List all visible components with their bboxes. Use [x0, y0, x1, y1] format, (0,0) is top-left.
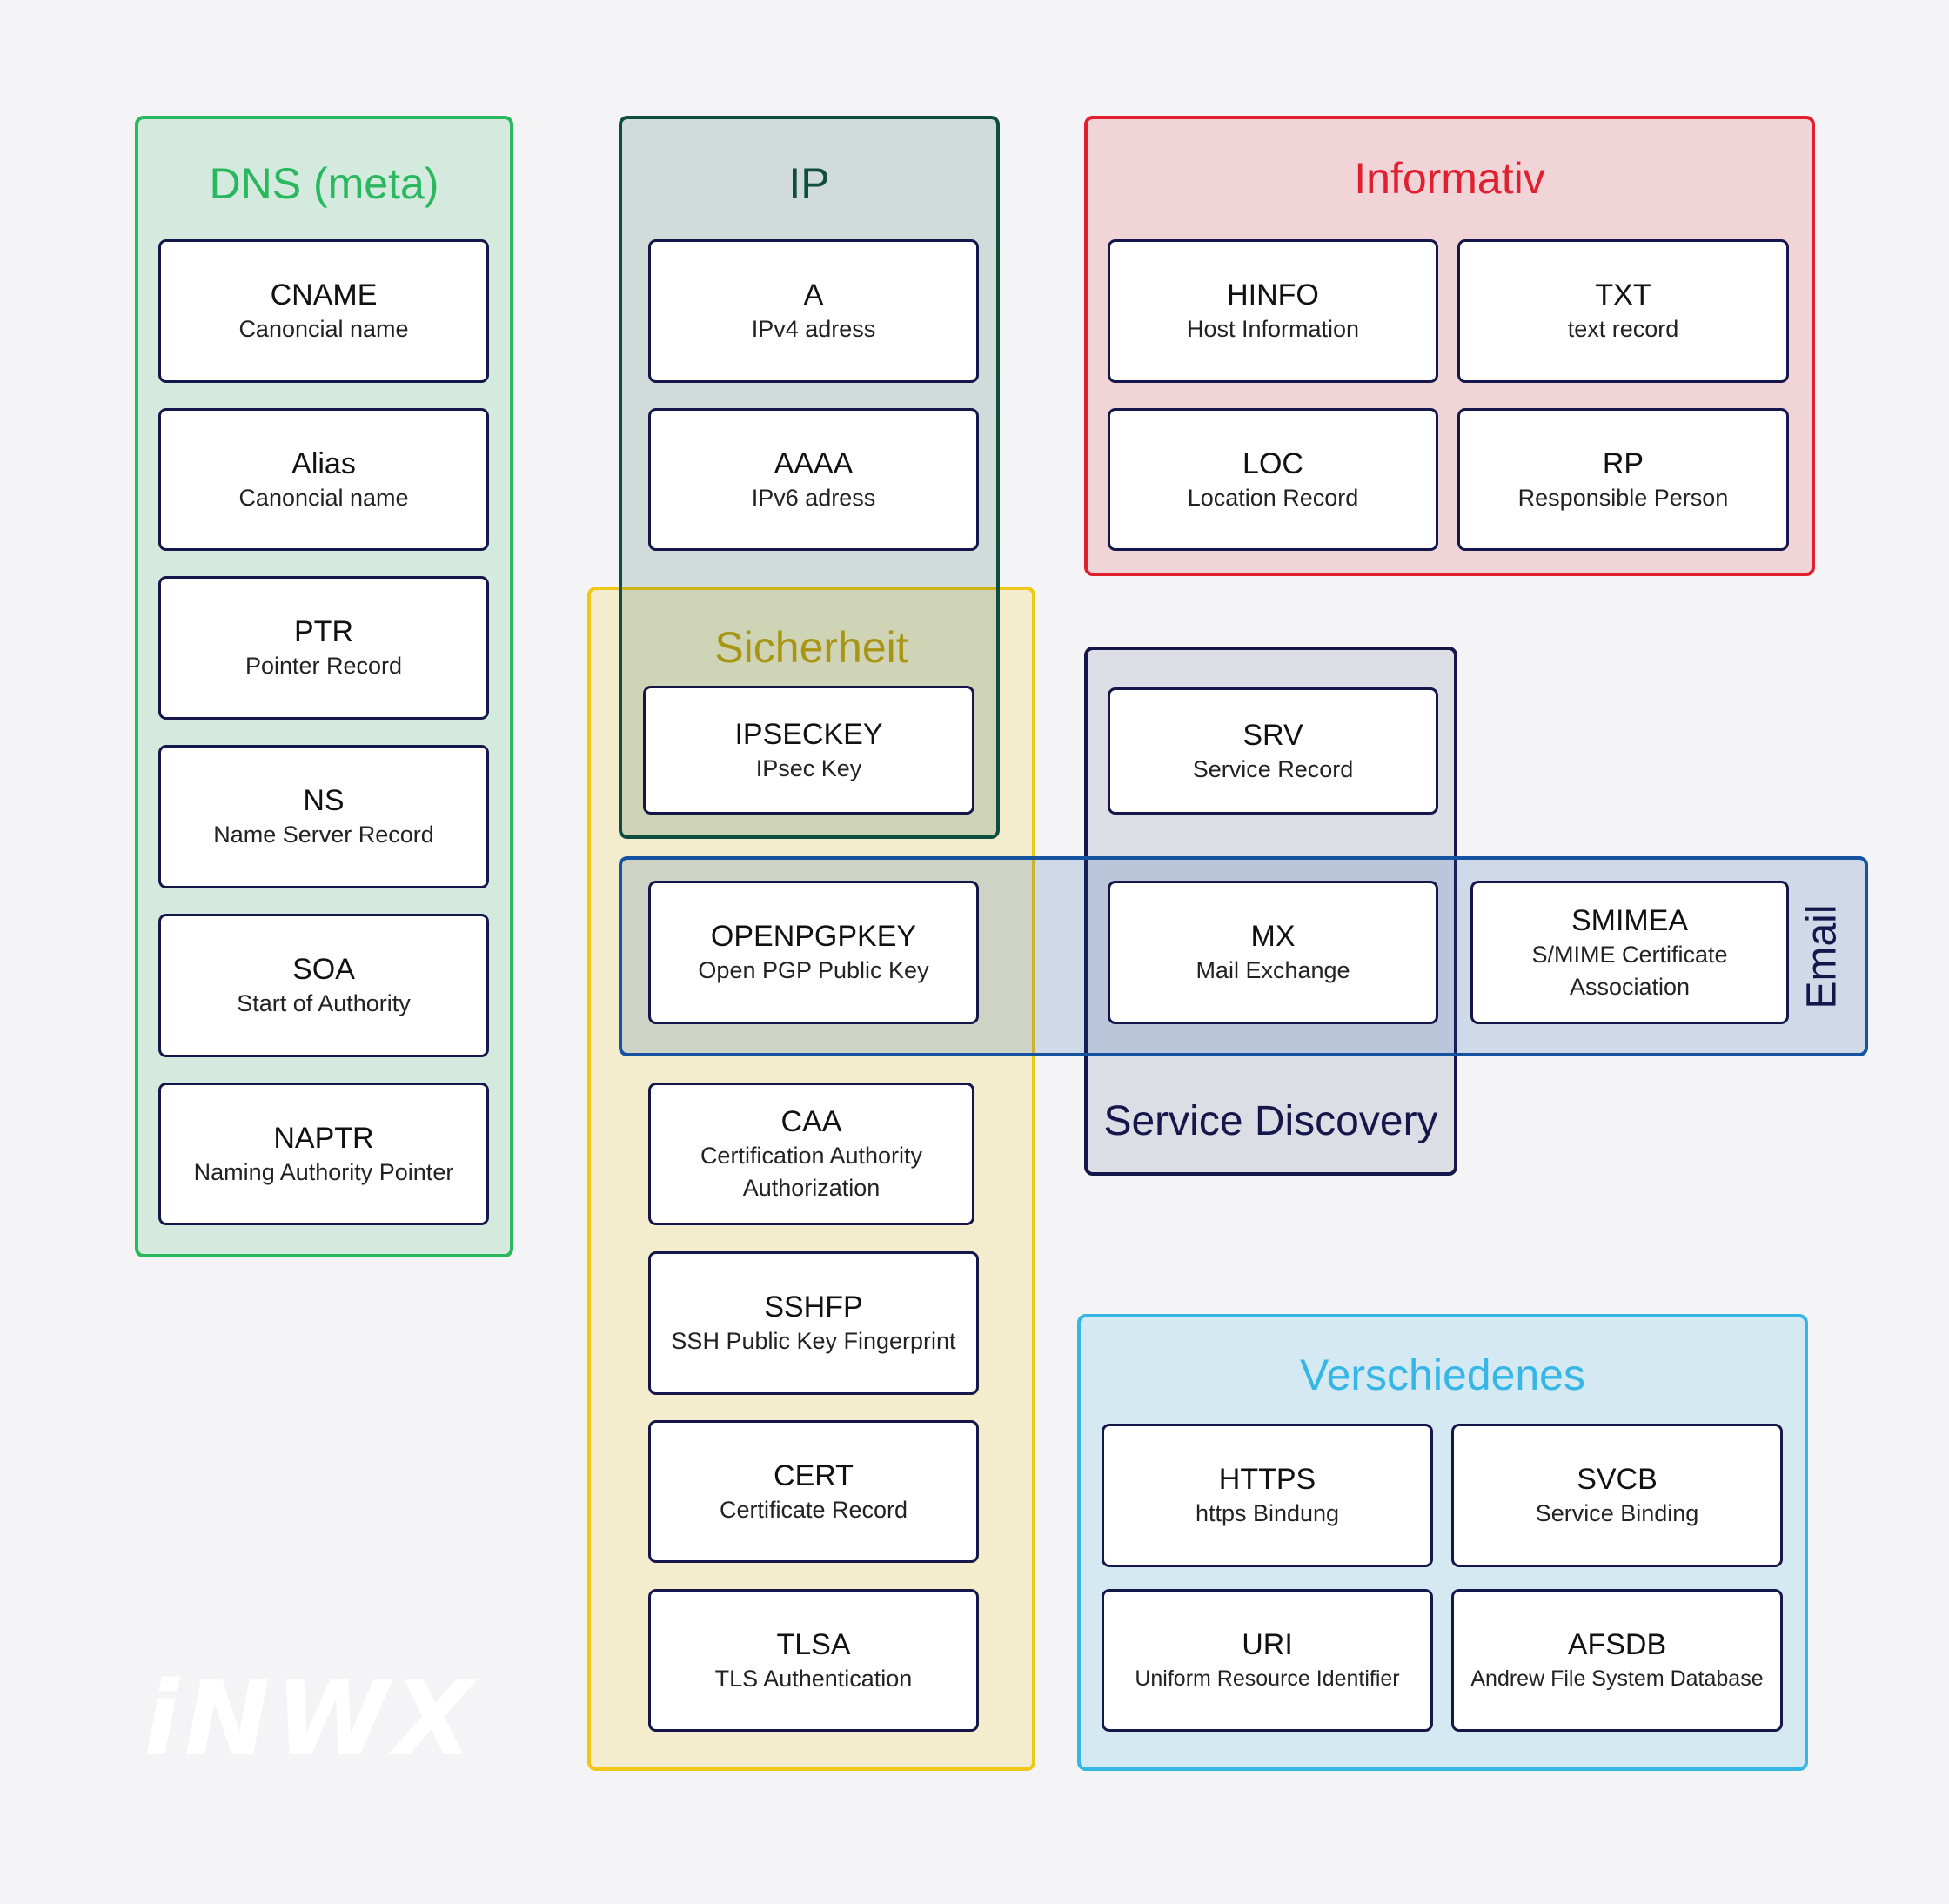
record-card-loc[interactable]: LOC Location Record: [1108, 408, 1438, 551]
record-description: Pointer Record: [244, 653, 403, 679]
record-code: OPENPGPKEY: [710, 920, 917, 953]
record-card-naptr[interactable]: NAPTR Naming Authority Pointer: [158, 1083, 489, 1225]
record-description: Canoncial name: [238, 316, 409, 342]
record-description: Certification Authority Authorization: [700, 1143, 923, 1201]
record-description: Canoncial name: [238, 484, 409, 511]
record-description: Andrew File System Database: [1470, 1666, 1764, 1691]
record-code: HTTPS: [1218, 1463, 1316, 1496]
record-description: IPv6 adress: [751, 484, 876, 511]
record-card-cname[interactable]: CNAME Canoncial name: [158, 239, 489, 383]
record-code: SOA: [292, 953, 355, 986]
record-code: TXT: [1595, 278, 1651, 312]
record-code: A: [803, 278, 824, 312]
record-code: NS: [303, 784, 345, 817]
record-code: SMIMEA: [1571, 903, 1689, 937]
record-card-a[interactable]: A IPv4 adress: [648, 239, 979, 383]
record-code: NAPTR: [273, 1121, 374, 1155]
email-label-text: Email: [1798, 903, 1845, 1009]
record-card-aaaa[interactable]: AAAA IPv6 adress: [648, 408, 979, 551]
record-code: CERT: [774, 1458, 854, 1492]
record-description: SSH Public Key Fingerprint: [671, 1328, 956, 1354]
record-code: CAA: [780, 1105, 842, 1138]
record-description: https Bindung: [1195, 1500, 1340, 1526]
record-code: MX: [1250, 920, 1296, 953]
record-code: TLSA: [776, 1627, 851, 1661]
record-card-srv[interactable]: SRV Service Record: [1108, 687, 1438, 815]
group-title-ip: IP: [788, 159, 830, 208]
record-card-soa[interactable]: SOA Start of Authority: [158, 914, 489, 1057]
record-description: Service Record: [1192, 755, 1354, 782]
record-card-tlsa[interactable]: TLSA TLS Authentication: [648, 1589, 979, 1732]
record-code: SSHFP: [764, 1291, 863, 1324]
record-card-sshfp[interactable]: SSHFP SSH Public Key Fingerprint: [648, 1251, 979, 1395]
record-card-openpgpkey[interactable]: OPENPGPKEY Open PGP Public Key: [648, 881, 979, 1024]
record-code: RP: [1602, 446, 1644, 480]
record-description: TLS Authentication: [714, 1665, 913, 1692]
record-card-hinfo[interactable]: HINFO Host Information: [1108, 239, 1438, 383]
record-card-rp[interactable]: RP Responsible Person: [1457, 408, 1789, 551]
record-code: LOC: [1242, 446, 1303, 480]
record-description: Host Information: [1186, 316, 1360, 342]
record-description: Naming Authority Pointer: [193, 1158, 454, 1185]
record-card-ptr[interactable]: PTR Pointer Record: [158, 576, 489, 720]
record-code: SVCB: [1577, 1463, 1658, 1496]
record-card-afsdb[interactable]: AFSDB Andrew File System Database: [1451, 1589, 1783, 1732]
record-card-ns[interactable]: NS Name Server Record: [158, 745, 489, 888]
record-code: AFSDB: [1567, 1627, 1667, 1661]
email-vertical-label: Email: [1796, 890, 1848, 1022]
record-description: Uniform Resource Identifier: [1135, 1666, 1400, 1691]
record-code: CNAME: [270, 278, 378, 312]
record-code: Alias: [291, 446, 356, 480]
record-code: HINFO: [1227, 278, 1319, 312]
inwx-logo: iNWX: [144, 1659, 479, 1779]
record-description: S/MIME Certificate Association: [1531, 941, 1728, 1000]
record-card-txt[interactable]: TXT text record: [1457, 239, 1789, 383]
record-card-ipseckey[interactable]: IPSECKEY IPsec Key: [643, 686, 974, 815]
record-code: PTR: [294, 615, 353, 648]
record-description: Location Record: [1187, 484, 1359, 511]
record-description: Name Server Record: [213, 821, 434, 848]
record-card-https[interactable]: HTTPS https Bindung: [1102, 1424, 1433, 1567]
record-description: Service Binding: [1535, 1500, 1699, 1526]
record-card-svcb[interactable]: SVCB Service Binding: [1451, 1424, 1783, 1567]
record-description: text record: [1567, 316, 1679, 342]
record-description: Mail Exchange: [1196, 957, 1350, 983]
record-card-alias[interactable]: Alias Canoncial name: [158, 408, 489, 551]
record-card-caa[interactable]: CAA Certification Authority Authorizatio…: [648, 1083, 974, 1225]
record-code: URI: [1242, 1627, 1293, 1661]
record-card-mx[interactable]: MX Mail Exchange: [1108, 881, 1438, 1024]
record-code: SRV: [1242, 718, 1303, 752]
record-description: IPv4 adress: [751, 316, 876, 342]
group-title-dns-meta: DNS (meta): [209, 159, 439, 208]
group-title-verschiedenes: Verschiedenes: [1299, 1351, 1585, 1399]
group-title-service-discovery: Service Discovery: [1103, 1098, 1438, 1144]
record-code: IPSECKEY: [734, 717, 883, 751]
group-title-informativ: Informativ: [1354, 154, 1545, 203]
record-card-cert[interactable]: CERT Certificate Record: [648, 1420, 979, 1563]
record-code: AAAA: [774, 446, 854, 480]
record-card-uri[interactable]: URI Uniform Resource Identifier: [1102, 1589, 1433, 1732]
record-description: Responsible Person: [1517, 484, 1729, 511]
record-description: IPsec Key: [755, 754, 862, 781]
record-description: Start of Authority: [237, 990, 411, 1016]
group-title-sicherheit: Sicherheit: [714, 623, 908, 672]
record-description: Open PGP Public Key: [698, 957, 929, 983]
record-description: Certificate Record: [719, 1496, 908, 1523]
record-card-smimea[interactable]: SMIMEA S/MIME Certificate Association: [1470, 881, 1789, 1024]
